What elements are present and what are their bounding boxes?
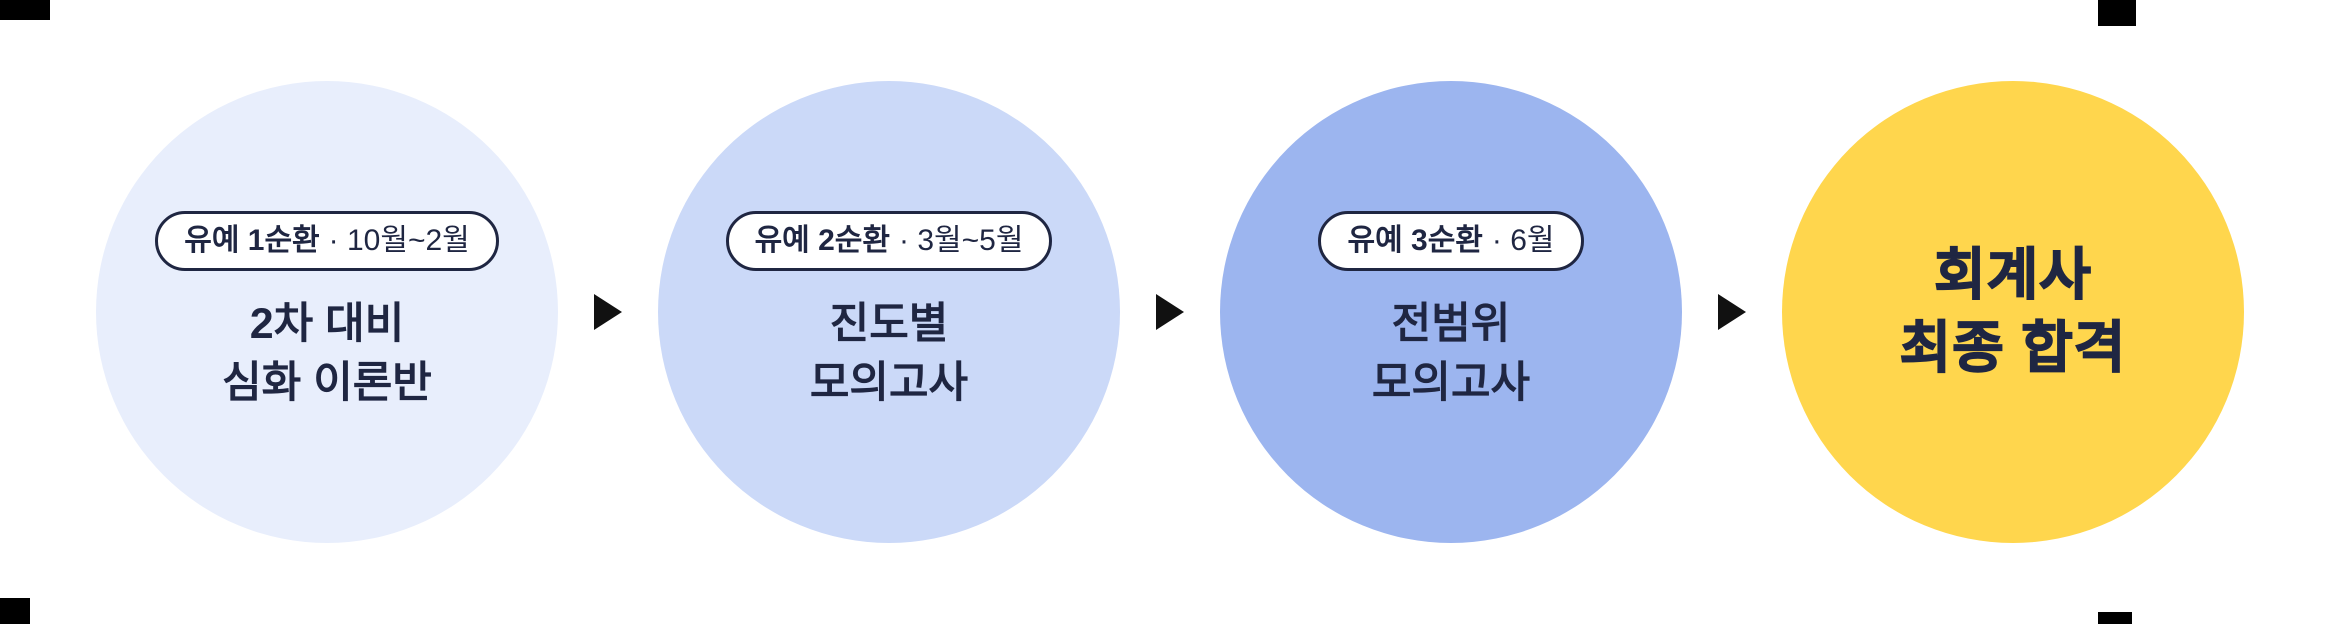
step-1-badge: 유예 1순환 · 10월~2월 bbox=[155, 210, 499, 271]
step-1-title-line1: 2차 대비 bbox=[249, 299, 405, 348]
step-2-title-line2: 모의고사 bbox=[809, 359, 969, 407]
final-goal-title: 회계사 최종 합격 bbox=[1899, 239, 2127, 385]
corner-mark-bottom-right bbox=[2098, 612, 2132, 624]
corner-mark-bottom-left bbox=[0, 598, 30, 624]
step-circle-1: 유예 1순환 · 10월~2월 2차 대비 심화 이론반 bbox=[96, 81, 558, 543]
step-3-badge: 유예 3순환 · 6월 bbox=[1318, 210, 1584, 271]
step-3-title: 전범위 모의고사 bbox=[1372, 295, 1530, 414]
flow-arrow-icon bbox=[1718, 294, 1746, 330]
step-2-title: 진도별 모의고사 bbox=[810, 295, 968, 414]
flow-arrow-icon bbox=[594, 294, 622, 330]
corner-mark-top-left bbox=[0, 0, 50, 20]
step-3-title-line1: 전범위 bbox=[1391, 299, 1511, 348]
step-circle-2: 유예 2순환 · 3월~5월 진도별 모의고사 bbox=[658, 81, 1120, 543]
flow-arrow-icon bbox=[1156, 294, 1184, 330]
step-2-badge-period-label: · 3월~5월 bbox=[899, 223, 1024, 257]
step-1-title-line2: 심화 이론반 bbox=[222, 359, 432, 407]
step-2-title-line1: 진도별 bbox=[829, 299, 949, 348]
process-flow: 유예 1순환 · 10월~2월 2차 대비 심화 이론반 유예 2순환 · 3월… bbox=[96, 81, 2244, 543]
step-3-badge-phase-label: 유예 3순환 bbox=[1347, 223, 1483, 257]
final-goal-title-line2: 최종 합격 bbox=[1899, 315, 2127, 379]
step-3-badge-period-label: · 6월 bbox=[1491, 223, 1555, 257]
step-2-badge-phase-label: 유예 2순환 bbox=[754, 223, 890, 257]
step-1-badge-period-label: · 10월~2월 bbox=[328, 223, 470, 257]
step-1-title: 2차 대비 심화 이론반 bbox=[222, 295, 432, 414]
step-2-badge: 유예 2순환 · 3월~5월 bbox=[725, 210, 1053, 271]
final-goal-circle: 회계사 최종 합격 bbox=[1782, 81, 2244, 543]
final-goal-title-line1: 회계사 bbox=[1933, 242, 2092, 307]
step-3-title-line2: 모의고사 bbox=[1371, 359, 1531, 407]
step-circle-3: 유예 3순환 · 6월 전범위 모의고사 bbox=[1220, 81, 1682, 543]
step-1-badge-phase-label: 유예 1순환 bbox=[184, 223, 320, 257]
corner-mark-top-right bbox=[2098, 0, 2136, 26]
